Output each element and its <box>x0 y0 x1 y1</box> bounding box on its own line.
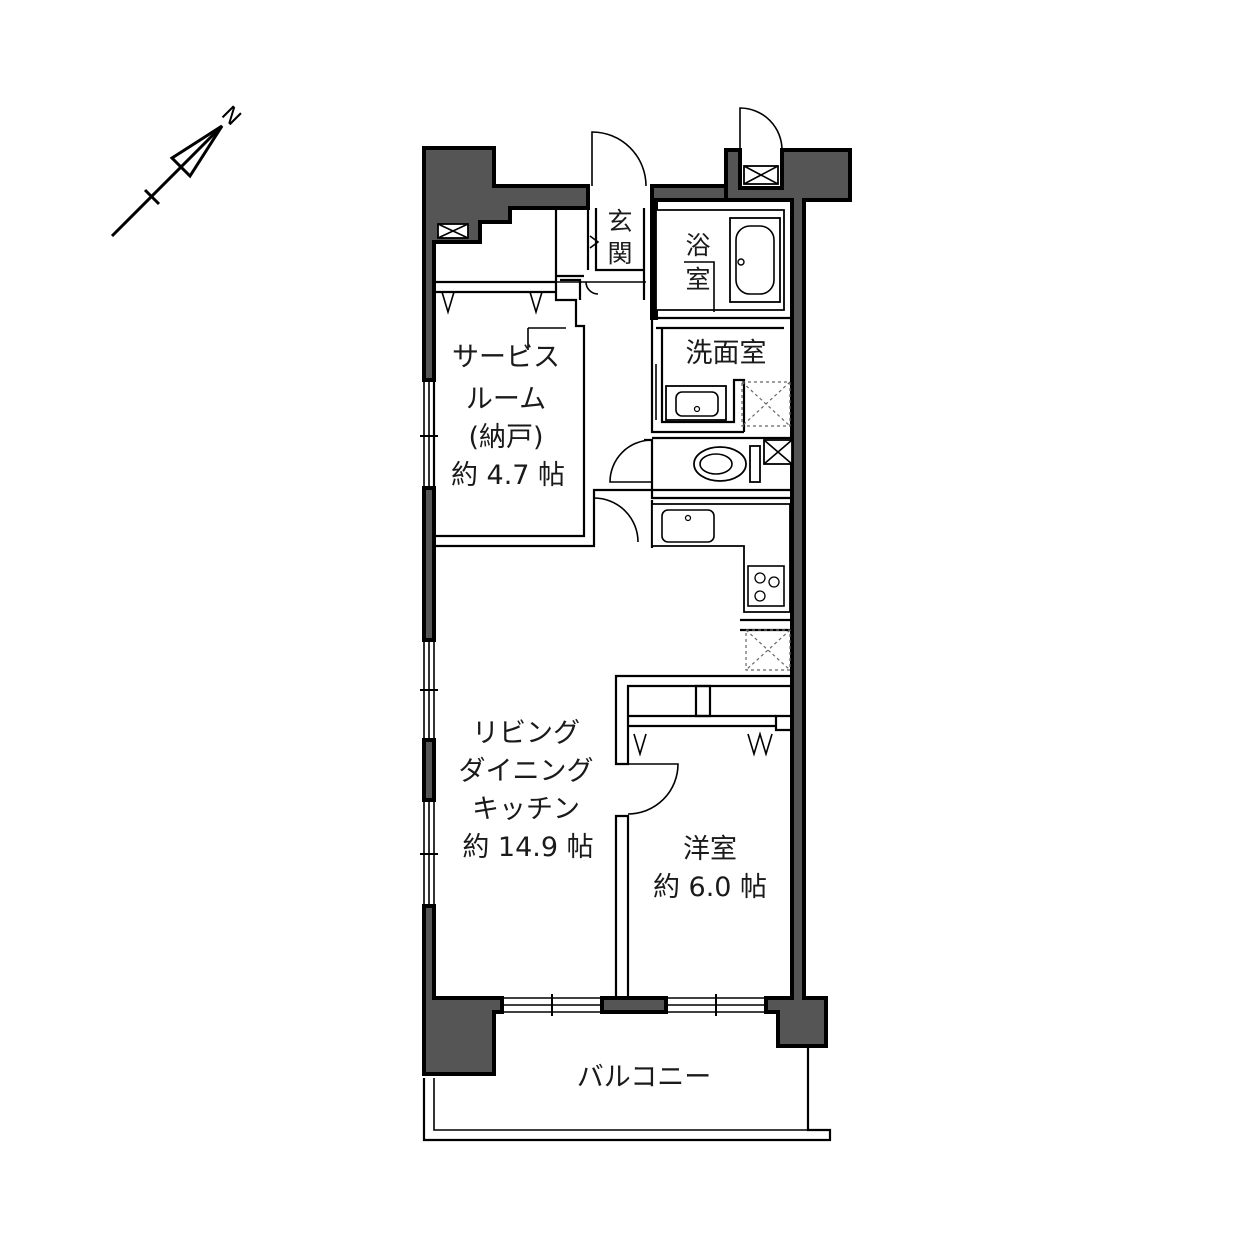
ldk-label-1: リビング <box>472 718 580 749</box>
fixtures <box>437 165 793 671</box>
bath-label-1: 浴 <box>685 231 710 260</box>
entrance-label-2: 関 <box>607 239 632 268</box>
balcony-railing <box>422 1048 832 1142</box>
service-room-label-1: サービス <box>452 342 560 373</box>
ldk-label-3: キッチン <box>472 794 580 825</box>
service-room-label-2: ルーム <box>466 384 546 415</box>
room-labels: サービス ルーム (納戸) 約 4.7 帖 玄 関 浴 室 洗面室 リビング ダ… <box>451 207 767 1093</box>
toilet-icon <box>693 445 761 483</box>
windows <box>420 380 766 1016</box>
balcony-label: バルコニー <box>577 1062 711 1093</box>
washroom-label: 洗面室 <box>686 338 767 369</box>
vent-icon <box>437 165 793 465</box>
fridge-space <box>745 629 791 671</box>
kitchen-counter <box>651 503 791 613</box>
western-room-label: 洋室 <box>683 834 737 865</box>
ldk-label-2: ダイニング <box>459 756 594 787</box>
washing-machine-space <box>741 381 791 427</box>
western-room-area: 約 6.0 帖 <box>653 872 767 903</box>
bath-label-2: 室 <box>685 265 710 294</box>
doors <box>527 107 783 815</box>
service-room-area: 約 4.7 帖 <box>451 460 565 491</box>
closets <box>434 280 776 757</box>
washbasin-icon <box>665 385 727 421</box>
ldk-area: 約 14.9 帖 <box>462 832 593 863</box>
entrance-label-1: 玄 <box>607 207 632 236</box>
north-arrow-icon: N <box>110 102 245 238</box>
bathtub-icon <box>729 217 781 303</box>
service-room-label-3: (納戸) <box>468 422 543 453</box>
